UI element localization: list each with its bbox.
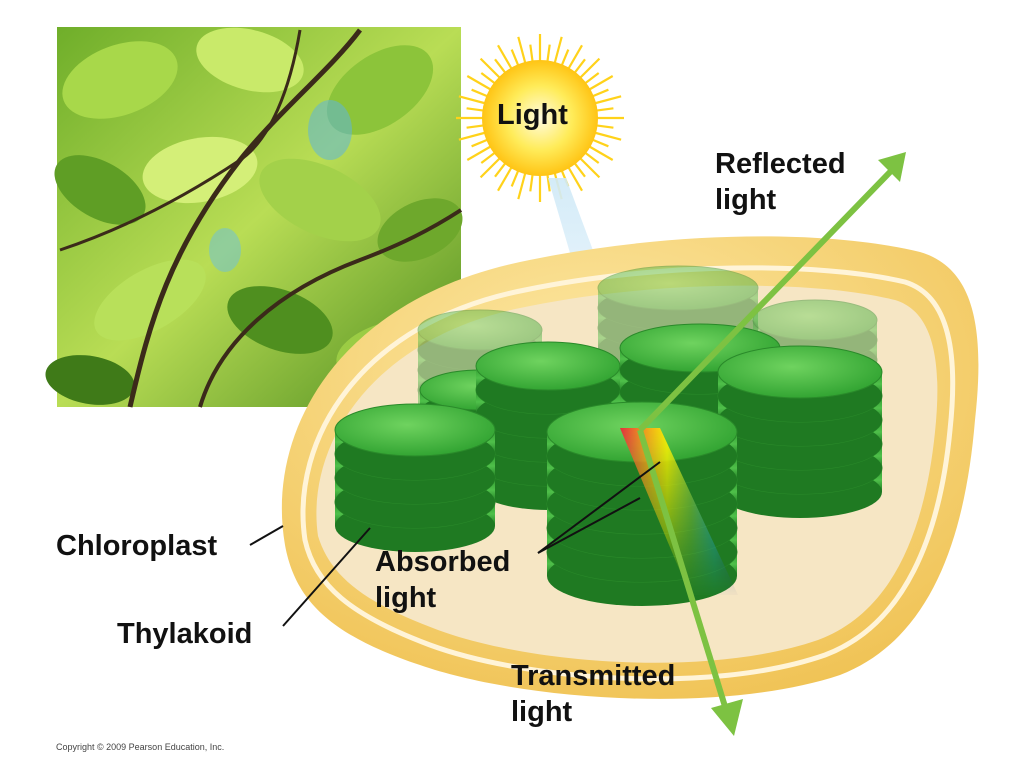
sun-ray bbox=[510, 49, 520, 67]
thylakoid-disk bbox=[717, 345, 883, 399]
chloroplast-leader-line bbox=[249, 525, 284, 546]
sun-ray bbox=[595, 107, 614, 112]
sun-ray bbox=[567, 44, 583, 71]
thylakoid-disk bbox=[334, 403, 496, 457]
sun-ray bbox=[471, 88, 489, 98]
sun-ray bbox=[517, 36, 527, 65]
sun-ray bbox=[466, 75, 493, 91]
thylakoid-disk bbox=[597, 265, 759, 311]
sun-ray bbox=[587, 145, 614, 161]
sun-ray bbox=[567, 165, 583, 192]
sun-ray bbox=[479, 156, 502, 179]
transmitted-light-arrow bbox=[637, 429, 743, 736]
thylakoid-disk bbox=[475, 341, 621, 391]
thylakoid-disk bbox=[752, 299, 878, 341]
sun-ray bbox=[466, 124, 485, 129]
sun-ray bbox=[587, 75, 614, 91]
absorbed-light-label-line2: light bbox=[375, 582, 437, 614]
sun-ray bbox=[583, 151, 600, 164]
absorbed-leader-line-1 bbox=[537, 461, 661, 554]
sun-ray bbox=[553, 36, 563, 65]
light-label: Light bbox=[497, 99, 568, 131]
sun-ray bbox=[510, 169, 520, 187]
sun-ray bbox=[591, 138, 609, 148]
sun-ray bbox=[593, 95, 622, 105]
sun-ray bbox=[529, 173, 534, 192]
chloroplast-label: Chloroplast bbox=[56, 530, 218, 562]
sun-ray bbox=[546, 173, 551, 192]
granum-stack bbox=[717, 345, 883, 518]
sun-ray bbox=[517, 171, 527, 200]
sun-ray bbox=[591, 88, 609, 98]
sun-ray bbox=[573, 161, 586, 178]
sun-ray bbox=[480, 151, 497, 164]
thylakoid-disk bbox=[417, 309, 543, 351]
sun-ray bbox=[578, 57, 601, 80]
sun-ray bbox=[546, 44, 551, 63]
sun-ray bbox=[497, 165, 513, 192]
sun-ray bbox=[458, 131, 487, 141]
sun-ray bbox=[458, 95, 487, 105]
thylakoid-label: Thylakoid bbox=[117, 618, 253, 650]
sun-ray bbox=[595, 124, 614, 129]
sun-ray bbox=[494, 58, 507, 75]
sun-ray bbox=[583, 72, 600, 85]
leaf-photo bbox=[45, 27, 463, 408]
sun-ray bbox=[480, 72, 497, 85]
absorbed-light-label: Absorbed light bbox=[375, 544, 510, 616]
transmitted-light-label-line2: light bbox=[511, 696, 573, 728]
thylakoid-leader-line bbox=[282, 527, 371, 627]
copyright-notice: Copyright © 2009 Pearson Education, Inc. bbox=[56, 742, 225, 752]
sun-ray bbox=[466, 107, 485, 112]
reflected-light-arrow bbox=[637, 152, 906, 433]
sun-ray bbox=[529, 44, 534, 63]
transmitted-light-label-line1: Transmitted bbox=[511, 660, 676, 692]
sun-ray bbox=[560, 49, 570, 67]
grana-front bbox=[334, 345, 883, 606]
sun-ray bbox=[494, 161, 507, 178]
sun-ray bbox=[573, 58, 586, 75]
sun-ray bbox=[479, 57, 502, 80]
reflected-light-label-line1: Reflected bbox=[715, 148, 846, 180]
absorbed-light-label-line1: Absorbed bbox=[375, 546, 511, 578]
sun-ray bbox=[578, 156, 601, 179]
absorbed-leader-line-2 bbox=[537, 497, 641, 554]
sun-ray bbox=[466, 145, 493, 161]
reflected-light-label-line2: light bbox=[715, 184, 777, 216]
sun-ray bbox=[471, 138, 489, 148]
sun-ray bbox=[593, 131, 622, 141]
transmitted-light-label: Transmitted light bbox=[511, 658, 675, 730]
reflected-light-label: Reflected light bbox=[715, 146, 846, 218]
sun-ray bbox=[497, 44, 513, 71]
granum-stack bbox=[334, 403, 496, 552]
